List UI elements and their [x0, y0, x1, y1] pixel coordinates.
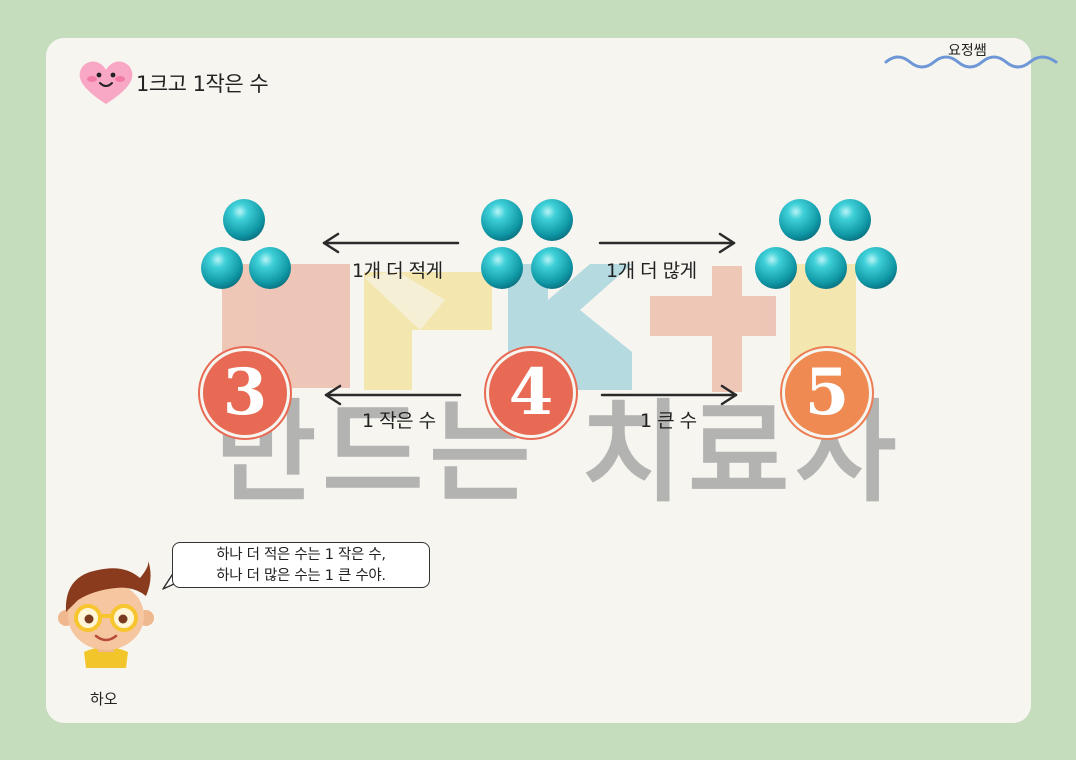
bead	[531, 247, 573, 289]
page-title: 1크고 1작은 수	[136, 72, 269, 96]
arrow-left-bottom-icon	[324, 384, 462, 406]
watermark-notch	[365, 270, 445, 330]
bead	[481, 247, 523, 289]
bead	[481, 199, 523, 241]
wave-decoration-icon	[884, 55, 1058, 69]
bead	[201, 247, 243, 289]
speech-line-1: 하나 더 적은 수는 1 작은 수,	[216, 547, 386, 563]
character-name: 하오	[90, 690, 118, 708]
bead	[779, 199, 821, 241]
fewer-label: 1개 더 적게	[352, 260, 443, 282]
more-label: 1개 더 많게	[606, 260, 697, 282]
bead	[249, 247, 291, 289]
bead	[223, 199, 265, 241]
arrow-right-top-icon	[598, 232, 736, 254]
number-five-badge: 5	[782, 348, 872, 438]
speech-bubble-tail	[162, 571, 175, 590]
speech-line-2: 하나 더 많은 수는 1 큰 수야.	[216, 568, 386, 584]
bigger-label: 1 큰 수	[640, 410, 697, 432]
number-four-badge: 4	[486, 348, 576, 438]
author-name: 요정쌤	[948, 43, 987, 59]
bead	[531, 199, 573, 241]
speech-bubble: 하나 더 적은 수는 1 작은 수, 하나 더 많은 수는 1 큰 수야.	[172, 542, 430, 588]
bead-group-right	[755, 199, 897, 289]
arrow-right-bottom-icon	[600, 384, 738, 406]
boy-character-icon	[58, 560, 154, 668]
watermark-block-red-cross	[650, 266, 776, 392]
bead	[829, 199, 871, 241]
bead-group-left	[201, 199, 291, 289]
bead-group-center	[481, 199, 573, 289]
arrow-left-top-icon	[322, 232, 460, 254]
watermark-block-yellow	[364, 272, 492, 390]
bead	[805, 247, 847, 289]
bead	[855, 247, 897, 289]
smiling-heart-icon	[79, 61, 133, 104]
bead	[755, 247, 797, 289]
smaller-label: 1 작은 수	[362, 410, 436, 432]
number-three-badge: 3	[200, 348, 290, 438]
